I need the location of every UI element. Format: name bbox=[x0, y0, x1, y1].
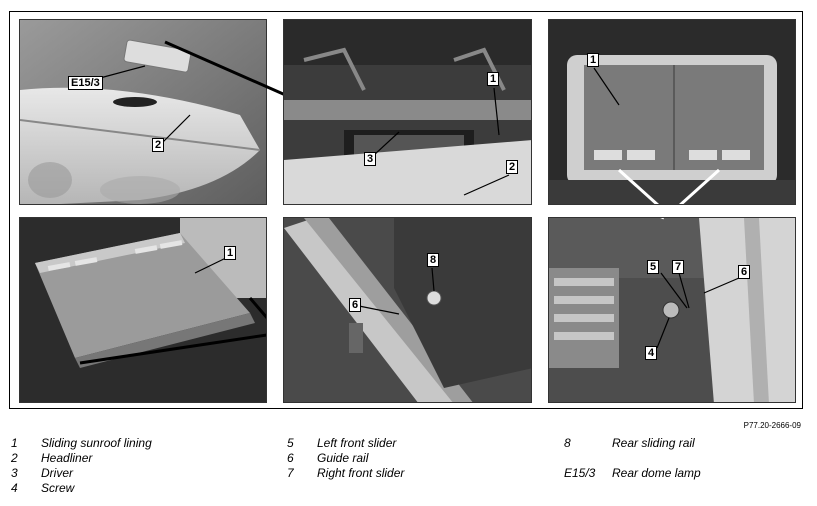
photo-panel-2: 1 3 2 bbox=[283, 19, 532, 205]
legend-text: Sliding sunroof lining bbox=[41, 436, 152, 450]
callout-3: 3 bbox=[364, 152, 377, 166]
callout-4: 4 bbox=[645, 346, 658, 360]
figure-reference-code: P77.20-2666-09 bbox=[743, 421, 801, 430]
figure-frame: E15/3 2 1 3 2 bbox=[9, 11, 803, 409]
legend-text: Rear sliding rail bbox=[612, 436, 695, 450]
leader-line bbox=[164, 40, 291, 99]
callout-2: 2 bbox=[152, 138, 165, 152]
legend-text: Screw bbox=[41, 481, 75, 495]
legend-key: 6 bbox=[287, 451, 294, 465]
callout-7: 7 bbox=[672, 260, 685, 274]
legend-key: 8 bbox=[564, 436, 571, 450]
callout-1: 1 bbox=[587, 53, 600, 67]
legend-text: Driver bbox=[41, 466, 73, 480]
legend-text: Left front slider bbox=[317, 436, 397, 450]
legend-text: Headliner bbox=[41, 451, 93, 465]
callout-6: 6 bbox=[738, 265, 751, 279]
legend-key: 2 bbox=[11, 451, 18, 465]
legend-text: Rear dome lamp bbox=[612, 466, 701, 480]
callout-5: 5 bbox=[647, 260, 660, 274]
photo-panel-5: 8 6 bbox=[283, 217, 532, 403]
photo-panel-4: 1 bbox=[19, 217, 267, 403]
legend-key: 7 bbox=[287, 466, 294, 480]
legend-key: 4 bbox=[11, 481, 18, 495]
photo-panel-1: E15/3 2 bbox=[19, 19, 267, 205]
callout-1: 1 bbox=[487, 72, 500, 86]
photo-panel-3: 1 bbox=[548, 19, 796, 205]
legend-text: Guide rail bbox=[317, 451, 369, 465]
legend-key: 3 bbox=[11, 466, 18, 480]
photo-panel-6: 5 7 6 4 bbox=[548, 217, 796, 403]
legend-key: 1 bbox=[11, 436, 18, 450]
legend-key: 5 bbox=[287, 436, 294, 450]
callout-6: 6 bbox=[349, 298, 362, 312]
legend-key: E15/3 bbox=[564, 466, 596, 480]
callout-8: 8 bbox=[427, 253, 440, 267]
callout-1: 1 bbox=[224, 246, 237, 260]
callout-2: 2 bbox=[506, 160, 519, 174]
legend-text: Right front slider bbox=[317, 466, 405, 480]
callout-e15-3: E15/3 bbox=[68, 76, 103, 90]
